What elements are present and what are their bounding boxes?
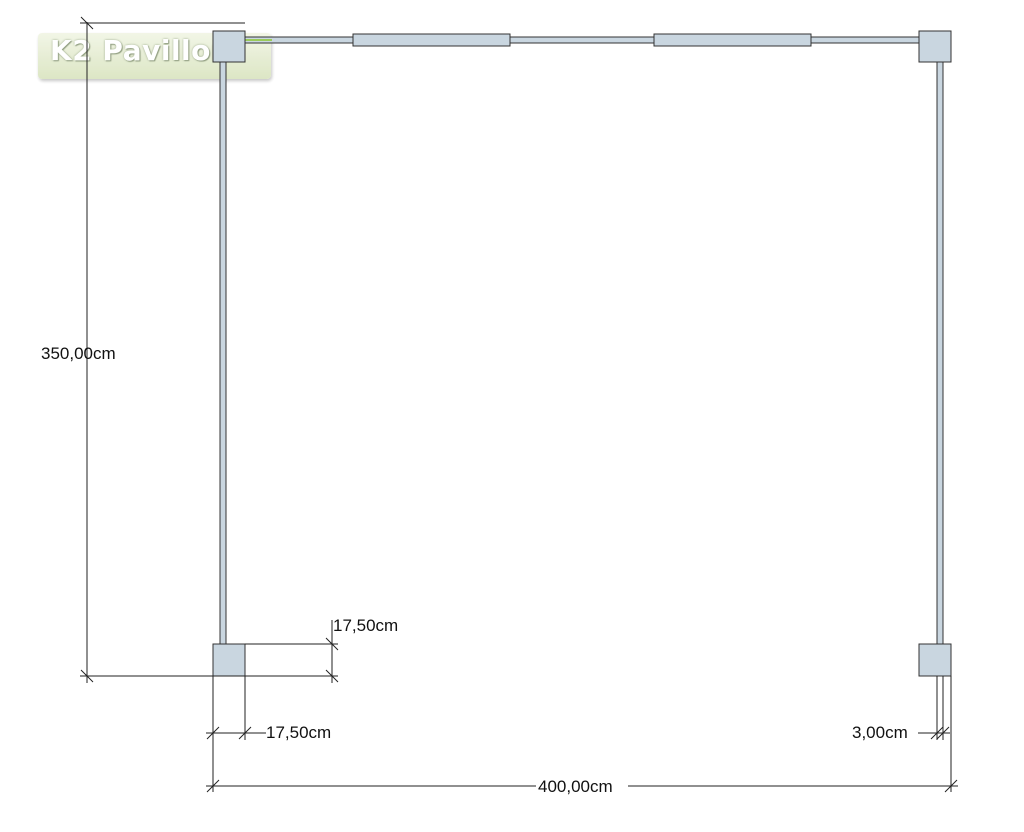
walls: [219, 33, 944, 645]
logo-text: K2 Pavillon: [50, 34, 232, 67]
height-tick-top: [80, 16, 94, 30]
post-width-label: 17,50cm: [266, 723, 331, 742]
window-right: [653, 33, 812, 47]
dimension-lines: [80, 16, 958, 793]
width-label-bg: [536, 776, 628, 796]
post-width-tick-left: [206, 726, 220, 740]
post-depth-tick-top: [325, 637, 339, 651]
height-tick-bottom: [80, 669, 94, 683]
wall-thickness-label: 3,00cm: [852, 723, 908, 742]
wall-thk-tick-right: [936, 726, 950, 740]
post-top-left: [212, 30, 246, 63]
post-width-tick-right: [238, 726, 252, 740]
post-bottom-left: [212, 643, 246, 677]
post-top-right: [918, 30, 952, 63]
width-tick-left: [206, 779, 220, 793]
left-wall: [219, 61, 227, 645]
height-label: 350,00cm: [41, 344, 116, 363]
width-tick-right: [944, 779, 958, 793]
window-left: [352, 33, 511, 47]
post-bottom-right: [918, 643, 952, 677]
post-depth-label: 17,50cm: [333, 616, 398, 635]
right-wall: [936, 61, 944, 645]
width-label: 400,00cm: [538, 777, 613, 796]
top-wall: [244, 36, 920, 44]
posts: [212, 30, 952, 677]
wall-thk-tick-left: [930, 726, 944, 740]
post-depth-tick-bottom: [325, 669, 339, 683]
